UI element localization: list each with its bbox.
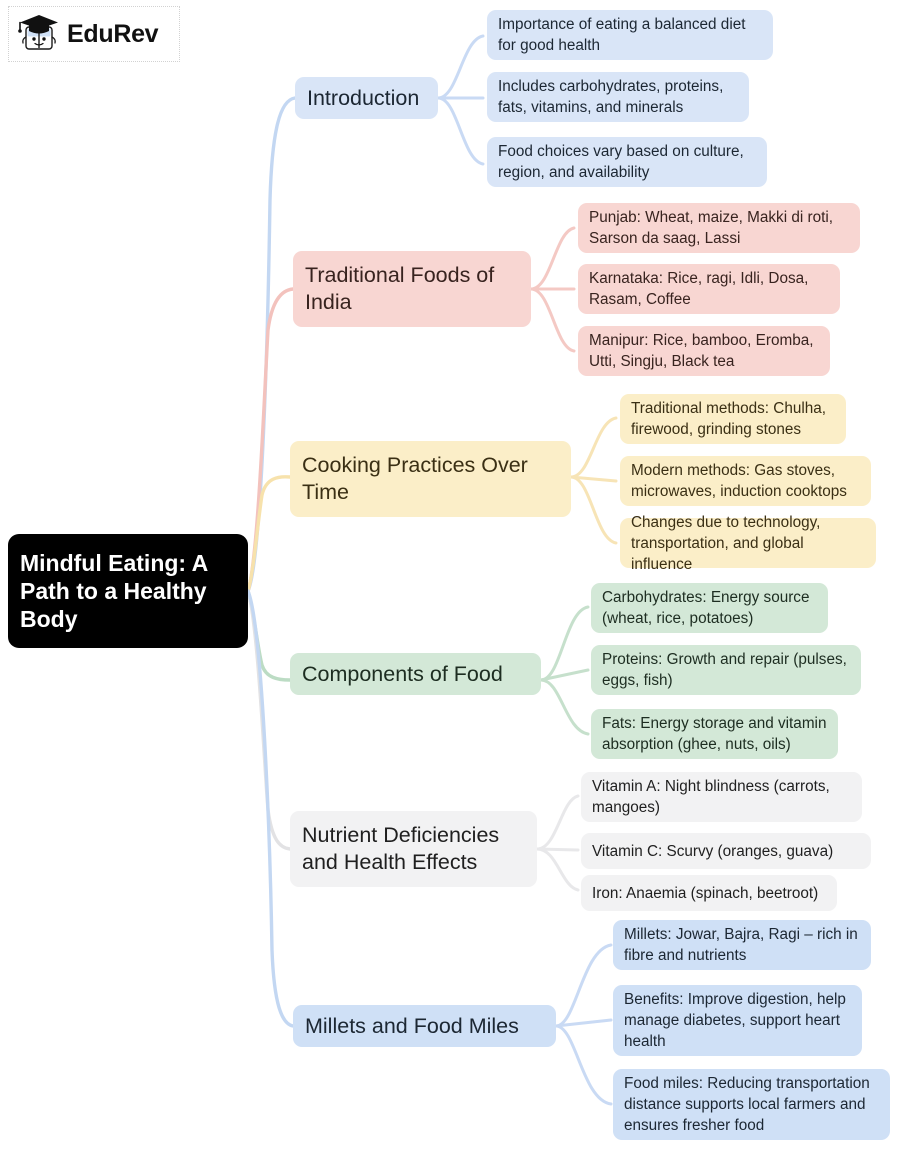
leaf-label: Carbohydrates: Energy source (wheat, ric… [602,589,810,627]
leaf-node-traditional-foods-2[interactable]: Karnataka: Rice, ragi, Idli, Dosa, Rasam… [578,264,840,314]
graduation-cap-book-mascot-icon [18,15,58,50]
leaf-node-components-of-food-1[interactable]: Carbohydrates: Energy source (wheat, ric… [591,583,828,633]
leaf-node-millets-food-miles-2[interactable]: Benefits: Improve digestion, help manage… [613,985,862,1056]
leaf-label: Modern methods: Gas stoves, microwaves, … [631,462,847,500]
leaf-node-nutrient-deficiencies-1[interactable]: Vitamin A: Night blindness (carrots, man… [581,772,862,822]
leaf-node-introduction-2[interactable]: Includes carbohydrates, proteins, fats, … [487,72,749,122]
branch-node-nutrient-deficiencies[interactable]: Nutrient Deficiencies and Health Effects [290,811,537,887]
leaf-node-introduction-3[interactable]: Food choices vary based on culture, regi… [487,137,767,187]
leaf-label: Importance of eating a balanced diet for… [498,16,746,54]
leaf-label: Vitamin A: Night blindness (carrots, man… [592,778,830,816]
leaf-node-nutrient-deficiencies-3[interactable]: Iron: Anaemia (spinach, beetroot) [581,875,837,911]
branch-node-cooking-practices[interactable]: Cooking Practices Over Time [290,441,571,517]
leaf-node-nutrient-deficiencies-2[interactable]: Vitamin C: Scurvy (oranges, guava) [581,833,871,869]
leaf-label: Punjab: Wheat, maize, Makki di roti, Sar… [589,209,833,247]
leaf-node-cooking-practices-2[interactable]: Modern methods: Gas stoves, microwaves, … [620,456,871,506]
leaf-node-components-of-food-3[interactable]: Fats: Energy storage and vitamin absorpt… [591,709,838,759]
leaf-label: Food miles: Reducing transportation dist… [624,1075,870,1134]
branch-label: Nutrient Deficiencies and Health Effects [302,823,500,874]
leaf-label: Vitamin C: Scurvy (oranges, guava) [592,842,834,860]
leaf-node-cooking-practices-3[interactable]: Changes due to technology, transportatio… [620,514,876,573]
root-label: Mindful Eating: A Path to a Healthy Body [20,550,208,632]
branch-label: Introduction [307,85,420,110]
leaf-label: Food choices vary based on culture, regi… [498,143,744,181]
leaf-node-traditional-foods-3[interactable]: Manipur: Rice, bamboo, Eromba, Utti, Sin… [578,326,830,376]
branch-label: Millets and Food Miles [305,1013,519,1038]
branch-label: Traditional Foods of India [305,263,495,314]
branch-node-introduction[interactable]: Introduction [295,77,438,119]
leaf-label: Manipur: Rice, bamboo, Eromba, Utti, Sin… [589,332,814,370]
brand-logo[interactable]: EduRev [8,6,180,62]
leaf-label: Traditional methods: Chulha, firewood, g… [631,400,826,438]
leaf-node-millets-food-miles-3[interactable]: Food miles: Reducing transportation dist… [613,1069,890,1140]
leaf-label: Includes carbohydrates, proteins, fats, … [498,78,724,116]
mindmap-root-node[interactable]: Mindful Eating: A Path to a Healthy Body [8,534,248,648]
leaf-label: Millets: Jowar, Bajra, Ragi – rich in fi… [624,926,858,964]
branch-node-components-of-food[interactable]: Components of Food [290,653,541,695]
leaf-node-traditional-foods-1[interactable]: Punjab: Wheat, maize, Makki di roti, Sar… [578,203,860,253]
leaf-label: Iron: Anaemia (spinach, beetroot) [592,884,819,902]
brand-name: EduRev [67,19,159,48]
branch-node-traditional-foods[interactable]: Traditional Foods of India [293,251,531,327]
leaf-node-components-of-food-2[interactable]: Proteins: Growth and repair (pulses, egg… [591,645,861,695]
leaf-label: Fats: Energy storage and vitamin absorpt… [602,715,827,753]
leaf-label: Benefits: Improve digestion, help manage… [624,991,846,1050]
leaf-label: Changes due to technology, transportatio… [631,513,821,573]
leaf-label: Karnataka: Rice, ragi, Idli, Dosa, Rasam… [589,270,809,308]
branch-node-millets-food-miles[interactable]: Millets and Food Miles [293,1005,556,1047]
branch-label: Components of Food [302,661,503,686]
leaf-node-cooking-practices-1[interactable]: Traditional methods: Chulha, firewood, g… [620,394,846,444]
leaf-label: Proteins: Growth and repair (pulses, egg… [602,651,847,689]
leaf-node-millets-food-miles-1[interactable]: Millets: Jowar, Bajra, Ragi – rich in fi… [613,920,871,970]
leaf-node-introduction-1[interactable]: Importance of eating a balanced diet for… [487,10,773,60]
branch-label: Cooking Practices Over Time [302,453,528,504]
